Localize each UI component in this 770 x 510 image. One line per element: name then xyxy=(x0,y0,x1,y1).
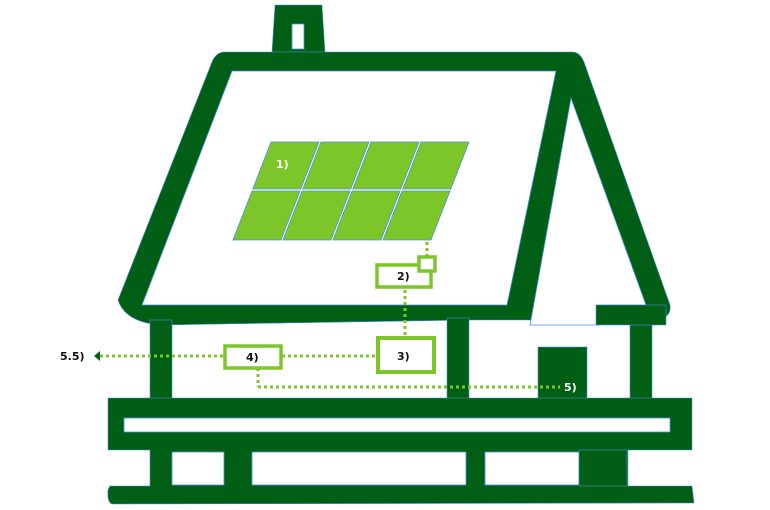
consumer-label: 5) xyxy=(564,381,577,394)
solar-panel-array xyxy=(232,141,470,241)
solar-panel-r2-c4 xyxy=(382,190,451,241)
distribution-label: 4) xyxy=(246,351,259,364)
solar-panel-r1-c4 xyxy=(402,141,470,190)
chimney-opening xyxy=(291,23,305,50)
right-wall-post xyxy=(629,321,653,401)
left-wall-post xyxy=(149,319,173,401)
foundation-post-4 xyxy=(578,449,628,487)
solar-panel-r2-c3 xyxy=(332,190,401,241)
inverter-connector-box xyxy=(417,255,437,273)
foundation-opening-2 xyxy=(251,451,467,486)
solar-panel-r1-c3 xyxy=(352,141,420,190)
door xyxy=(537,346,588,401)
solar-panel-r2-c1 xyxy=(232,190,301,241)
right-eave xyxy=(595,304,667,326)
solar-panel-r1-c1 xyxy=(252,141,320,190)
meter-box xyxy=(376,336,436,374)
foundation-opening-1 xyxy=(171,451,225,486)
component-boxes xyxy=(223,255,437,374)
distribution-box xyxy=(223,344,283,370)
inverter-label: 2) xyxy=(397,270,410,283)
solar-panels-label: 1) xyxy=(276,158,289,171)
house-outline xyxy=(107,4,695,505)
solar-panel-r1-c2 xyxy=(302,141,370,190)
arrow-left-icon xyxy=(94,351,100,361)
solar-panel-r2-c2 xyxy=(282,190,351,241)
grid-export-label: 5.5) xyxy=(60,350,85,363)
foundation-opening-3 xyxy=(484,451,580,486)
meter-label: 3) xyxy=(397,350,410,363)
foundation-slot xyxy=(123,417,671,433)
